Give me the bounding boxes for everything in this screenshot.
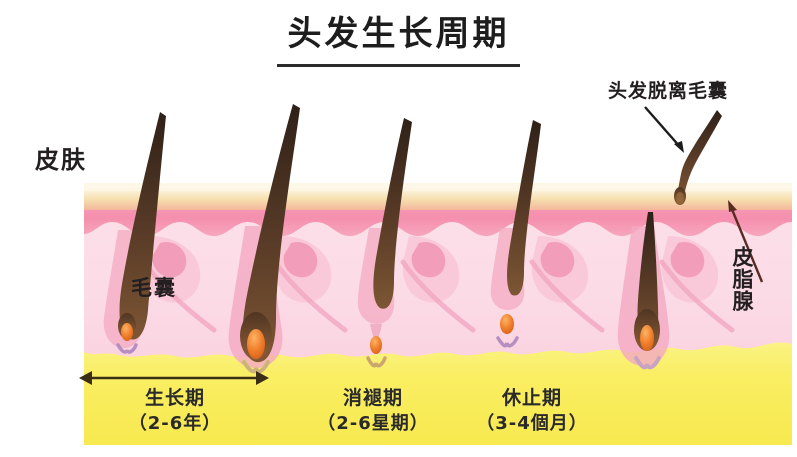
hair-detachment-label: 头发脱离毛囊 [608, 80, 729, 102]
follicle-anagen-early [103, 112, 166, 354]
phase-name: 消褪期 [342, 387, 403, 409]
sebaceous-gland-label: 皮脂腺 [730, 246, 754, 312]
phase-duration: （3-4個月） [476, 412, 588, 434]
follicle-exogen-new-anagen [617, 110, 722, 370]
phase-duration: （2-6年） [128, 412, 222, 434]
phase-name: 生长期 [144, 387, 205, 409]
skin-label: 皮肤 [35, 146, 87, 174]
title-underline [277, 64, 520, 67]
pointer-arrows [644, 106, 764, 283]
follicle-anagen-full [228, 104, 300, 374]
phase-name: 休止期 [501, 387, 562, 409]
detach-arrow [644, 106, 684, 153]
shed-hair [674, 110, 722, 205]
follicle-catagen [357, 118, 412, 368]
phase-duration: （2-6星期） [317, 412, 429, 434]
sebaceous-arrow [728, 200, 764, 283]
anagen-span-arrow [79, 371, 269, 385]
sebaceous-glands [141, 236, 735, 333]
page-title: 头发生长周期 [287, 14, 510, 54]
phase-label-anagen: 生长期 （2-6年） [70, 386, 280, 436]
hair-follicle-label: 毛囊 [131, 276, 177, 300]
layer-epidermis-surface [84, 183, 792, 210]
phase-label-catagen: 消褪期 （2-6星期） [283, 386, 463, 436]
phase-label-telogen: 休止期 （3-4個月） [442, 386, 622, 436]
follicle-telogen [490, 120, 541, 348]
